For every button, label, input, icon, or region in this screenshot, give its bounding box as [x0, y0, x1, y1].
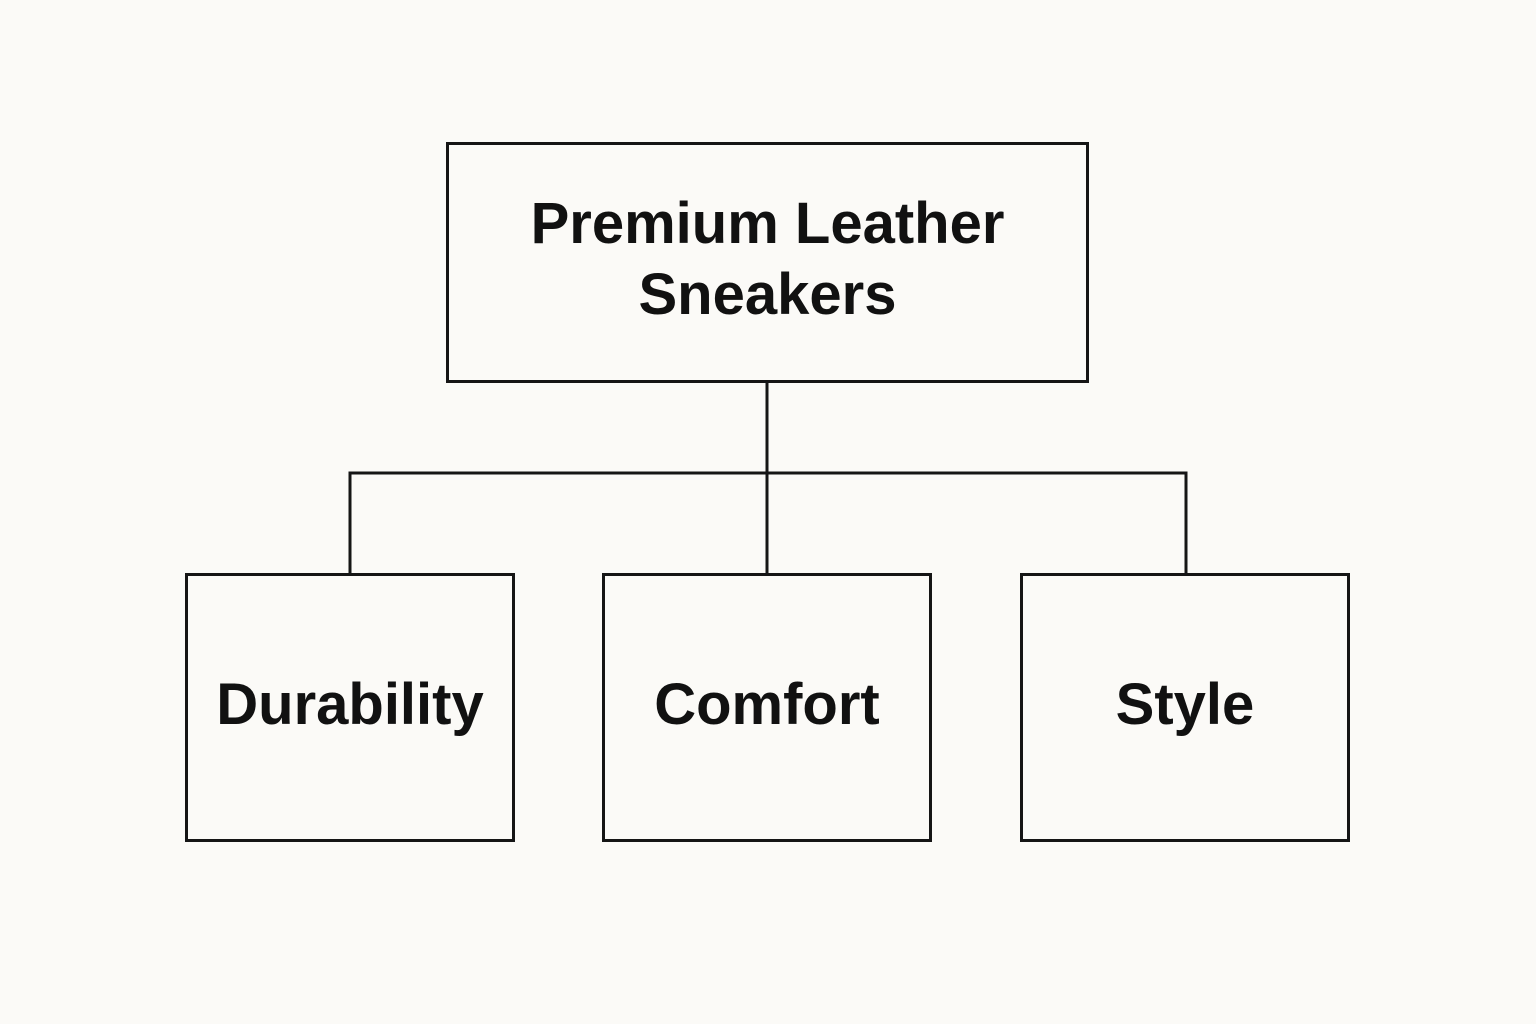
child-node-label: Durability: [216, 672, 484, 738]
child-node-comfort: Comfort: [602, 573, 932, 842]
child-node-label: Style: [1115, 672, 1255, 738]
root-node: Premium Leather Sneakers: [446, 142, 1089, 383]
child-node-style: Style: [1020, 573, 1350, 842]
child-node-label: Comfort: [654, 672, 880, 738]
child-node-durability: Durability: [185, 573, 515, 842]
root-node-label: Premium Leather Sneakers: [530, 190, 1005, 327]
